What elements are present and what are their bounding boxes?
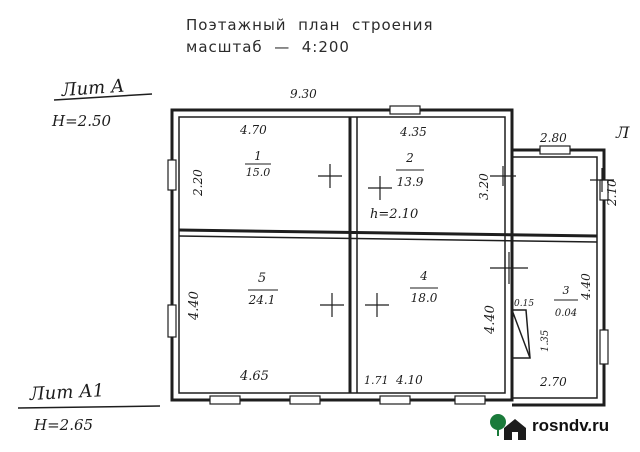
window [167, 304, 177, 338]
window [379, 395, 411, 405]
window [209, 395, 241, 405]
stair-diagonal [511, 309, 531, 359]
dim-room4-depth: 4.40 [483, 305, 498, 335]
window [539, 145, 571, 155]
dim-room3-depth: 4.40 [579, 273, 593, 301]
dim-room1-width: 4.70 [239, 123, 267, 137]
house-tree-icon [490, 414, 526, 440]
room-4-number: 4 [419, 269, 428, 283]
lit-a-height: Н=2.50 [51, 112, 112, 130]
plan-scale-line: масштаб — 4:200 [186, 38, 350, 56]
dim-overall-width: 9.30 [290, 87, 317, 101]
logo-text: rosndv.ru [532, 416, 610, 435]
inner-wall-line [178, 116, 506, 394]
outer-wall [170, 108, 514, 402]
dim-room2-depth: 3.20 [477, 173, 491, 200]
window [454, 395, 486, 405]
dim-left-depth: 4.40 [187, 291, 202, 321]
dim-stair-width: 0.15 [514, 299, 534, 309]
partition-horizontal-inner [178, 235, 598, 243]
dim-room3-width: 2.70 [539, 375, 567, 389]
plan-title: Поэтажный план строения масштаб — 4:200 [186, 14, 434, 58]
dim-annex-width: 2.80 [539, 131, 567, 145]
partition-horizontal [178, 228, 598, 238]
window [167, 159, 177, 191]
dim-room4-prefix: 1.71 [364, 374, 389, 387]
room-2-area: 13.9 [397, 175, 424, 189]
dim-room4-width: 4.10 [395, 373, 423, 387]
window [289, 395, 321, 405]
plan-title-line1: Поэтажный план строения [186, 16, 434, 34]
dim-stair-length: 1.35 [540, 330, 551, 352]
lit-a1-label: Лит А1 [28, 380, 104, 405]
room-3-area: 0.04 [555, 308, 577, 319]
room-markers [318, 164, 614, 317]
lit-a-underline [53, 93, 153, 101]
window [599, 329, 609, 365]
room2-height: h=2.10 [370, 207, 418, 222]
room-2-number: 2 [405, 151, 414, 165]
room-3-number: 3 [563, 284, 570, 297]
dim-room1-depth: 2.20 [191, 169, 205, 197]
lit-right-label: Л [615, 123, 630, 142]
dim-annex-depth: 2.10 [605, 179, 619, 207]
room-4-area: 18.0 [411, 291, 438, 305]
window [389, 105, 421, 115]
room-1-number: 1 [254, 149, 262, 163]
room-5-area: 24.1 [248, 293, 276, 307]
dim-room2-width: 4.35 [399, 125, 427, 139]
annex-inner-wall [512, 156, 598, 399]
room-1-area: 15.0 [246, 166, 271, 179]
lit-a1-underline [17, 405, 161, 409]
lit-a1-height: Н=2.65 [33, 416, 93, 434]
site-logo[interactable]: rosndv.ru [484, 408, 614, 444]
dim-room5-width: 4.65 [239, 369, 269, 384]
room-5-number: 5 [258, 271, 266, 286]
